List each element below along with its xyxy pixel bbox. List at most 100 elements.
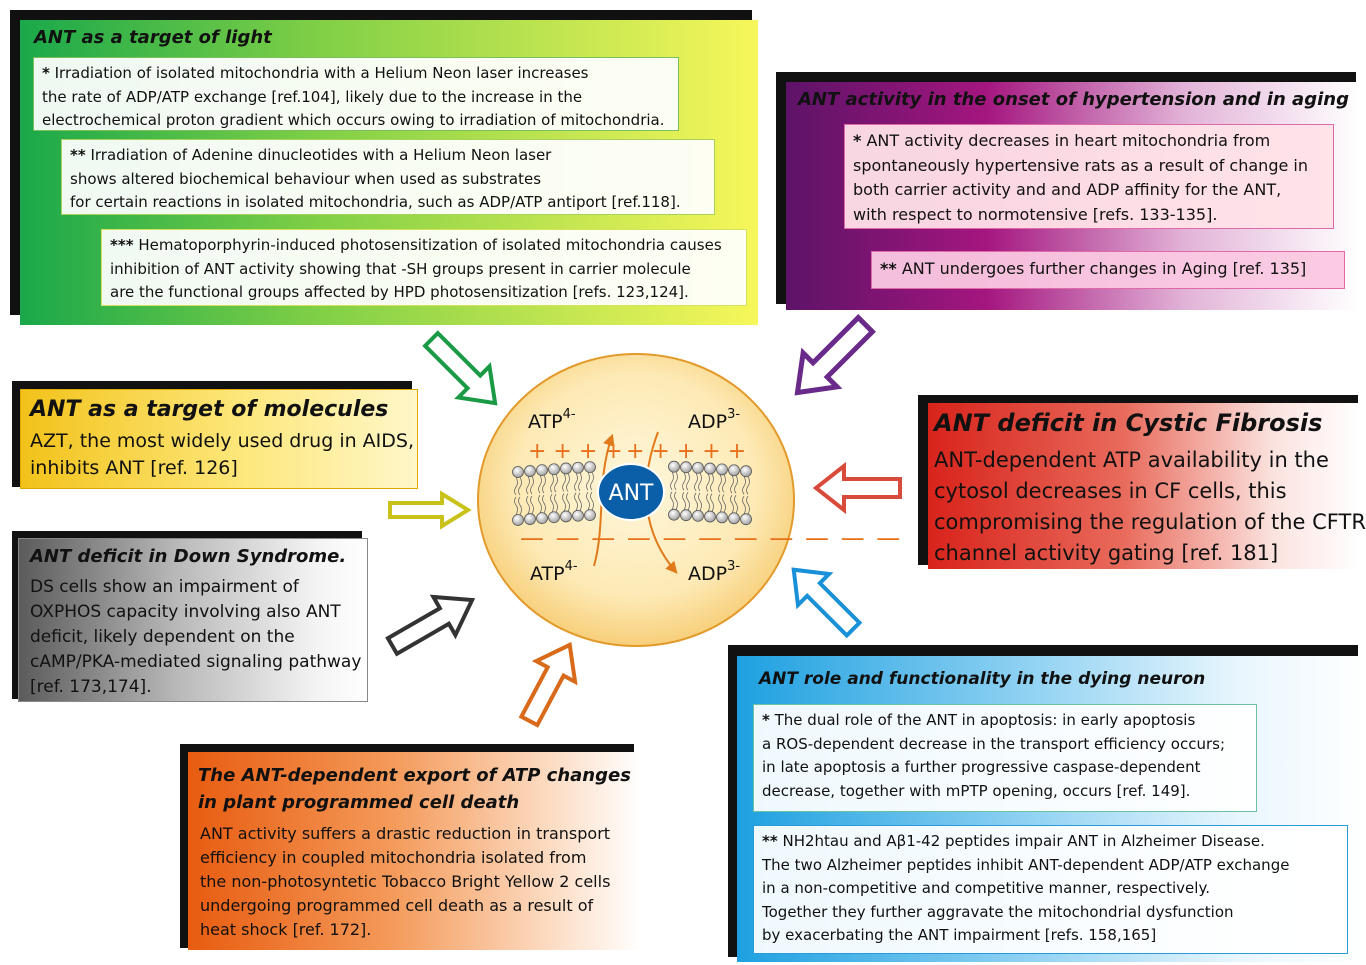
lipid-tail	[542, 494, 546, 514]
plant-text: ANT activity suffers a drastic reduction…	[200, 824, 611, 939]
light-box-1: * Irradiation of isolated mitochondria w…	[33, 57, 679, 131]
charges-minus: — — — — — — — — — — —	[520, 524, 902, 552]
down-title: ANT deficit in Down Syndrome.	[30, 546, 347, 567]
lipid-tail	[722, 494, 726, 513]
lipid-head	[524, 465, 536, 477]
neuron-title: ANT role and functionality in the dying …	[759, 669, 1206, 689]
lipid-tail	[554, 474, 558, 493]
lipid-tail	[530, 495, 534, 515]
cf-title: ANT deficit in Cystic Fibrosis	[934, 409, 1323, 437]
lipid-head	[716, 511, 728, 524]
light-title: ANT as a target of light	[34, 27, 272, 48]
lipid-tail	[526, 495, 530, 515]
lipid-tail	[562, 473, 566, 492]
molecules-text: AZT, the most widely used drug in AIDS, …	[30, 430, 415, 479]
lipid-tail	[550, 474, 554, 493]
lipid-tail	[574, 492, 578, 511]
lipid-tail	[694, 492, 698, 512]
lipid-tail	[586, 491, 590, 511]
lipid-head	[572, 509, 584, 522]
lipid-bilayer	[512, 460, 752, 526]
lipid-tail	[542, 474, 546, 494]
lipid-tail	[742, 495, 746, 515]
lipid-tail	[586, 471, 590, 491]
hypertension-box-1: * ANT activity decreases in heart mitoch…	[844, 124, 1334, 229]
lipid-tail	[554, 494, 558, 513]
lipid-head	[584, 461, 596, 474]
neuron-box-1: * The dual role of the ANT in apoptosis:…	[753, 704, 1257, 812]
molecules-title: ANT as a target of molecules	[30, 397, 389, 422]
lipid-head	[548, 511, 560, 524]
neuron-box-2: ** NH2htau and Aβ1-42 peptides impair AN…	[753, 825, 1348, 954]
ant-protein	[597, 463, 665, 521]
lipid-head	[536, 464, 548, 477]
atp-top-label: ATP4-	[528, 407, 576, 433]
lipid-tail	[670, 471, 674, 490]
lipid-tail	[682, 472, 686, 491]
lipid-tail	[730, 475, 734, 494]
ant-label: ANT	[609, 481, 655, 506]
lipid-tail	[566, 473, 570, 492]
lipid-tail	[590, 471, 594, 491]
lipid-head	[560, 462, 572, 475]
lipid-tail	[538, 474, 542, 494]
lipid-head	[716, 463, 728, 476]
lipid-tail	[530, 475, 534, 495]
lipid-tail	[718, 494, 722, 513]
lipid-tail	[578, 472, 582, 491]
lipid-tail	[746, 476, 750, 495]
lipid-head	[524, 513, 536, 525]
lipid-tail	[698, 492, 702, 512]
lipid-tail	[526, 475, 530, 495]
lipid-head	[560, 510, 572, 523]
atp-bottom-label: ATP4-	[530, 559, 578, 585]
lipid-head	[704, 510, 716, 523]
lipid-tail	[722, 474, 726, 493]
lipid-tail	[682, 491, 686, 511]
lipid-head	[680, 509, 692, 522]
lipid-tail	[518, 476, 522, 496]
lipid-head	[740, 465, 752, 478]
lipid-tail	[670, 491, 674, 510]
lipid-head	[668, 508, 680, 521]
lipid-tail	[710, 493, 714, 512]
lipid-tail	[734, 475, 738, 494]
lipid-head	[512, 514, 524, 526]
lipid-head	[548, 463, 560, 476]
lipid-tail	[514, 496, 518, 516]
lipid-head	[728, 512, 740, 525]
lipid-tail	[590, 491, 594, 511]
lipid-tail	[538, 494, 542, 514]
lipid-head	[728, 464, 740, 477]
light-box-2: ** Irradiation of Adenine dinucleotides …	[61, 139, 715, 215]
lipid-head	[572, 461, 584, 474]
charges-plus-right: + + + + +	[626, 439, 746, 464]
lipid-tail	[518, 496, 522, 516]
lipid-head	[740, 513, 752, 526]
adp-top-label: ADP3-	[688, 407, 740, 433]
lipid-tail	[686, 491, 690, 511]
lipid-head	[704, 462, 716, 475]
lipid-head	[512, 466, 524, 478]
lipid-tail	[686, 472, 690, 491]
lipid-tail	[698, 472, 702, 492]
lipid-tail	[706, 473, 710, 492]
lipid-tail	[746, 495, 750, 515]
lipid-tail	[710, 473, 714, 492]
cf-text: ANT-dependent ATP availability in the cy…	[934, 448, 1366, 565]
lipid-tail	[574, 472, 578, 491]
lipid-tail	[674, 491, 678, 510]
lipid-head	[680, 461, 692, 474]
down-text: DS cells show an impairment of OXPHOS ca…	[30, 577, 362, 697]
lipid-tail	[742, 476, 746, 495]
lipid-tail	[694, 472, 698, 492]
lipid-tail	[734, 495, 738, 514]
lipid-tail	[718, 474, 722, 493]
lipid-tail	[562, 493, 566, 512]
lipid-head	[668, 460, 680, 473]
lipid-tail	[578, 492, 582, 511]
light-box-3: *** Hematoporphyrin-induced photosensiti…	[101, 229, 747, 306]
hypertension-box-2: ** ANT undergoes further changes in Agin…	[871, 251, 1345, 289]
plant-title: The ANT-dependent export of ATP changes …	[198, 765, 631, 813]
